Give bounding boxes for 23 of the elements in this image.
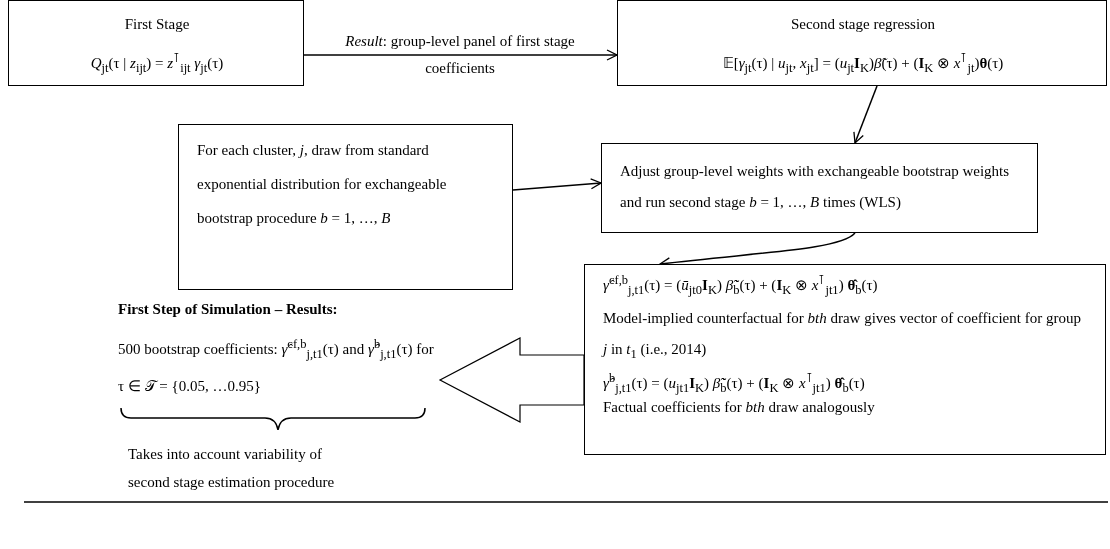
formula: γ̂$^{cf,b}$$_{j,t1}$(τ) = (ū$_{jt0}$I$_{K}$) β̃̃$_{b}$(τ) + (I$_{K}$ ⊗ x$^{⊺}$$_{jt1}$) θ̂$_{b}$(τ) (603, 273, 879, 298)
arrow (303, 49, 618, 61)
stage-title: First Stage (123, 15, 191, 33)
description-text: Model-implied counterfactual for bth draw gives vector of coefficient for group j in t$_{1}$ (i.e., 2014) (603, 309, 1082, 363)
edge-label: Result: group-level panel of first stage coefficients (344, 32, 576, 78)
brace-note: Takes into account variability of second stage estimation procedure (128, 445, 336, 492)
formula: Q$_{jt}$(τ | z$_{ijt}$) = z$^{⊺}$$_{ijt}$ γ$_{jt}$(τ) (89, 51, 225, 76)
step-text: For each cluster, j, draw from standard exponential distribution for exchangeable bootstrap procedure b = 1, …, B (197, 141, 448, 228)
arrow (512, 178, 602, 191)
process-box (601, 143, 1038, 233)
formula: 𝔼[γ$_{jt}$(τ) | u$_{jt}$, x$_{jt}$] = (u$_{jt}$I$_{K}$)β̃(τ) + (I$_{K}$ ⊗ x$^{⊺}$$_{jt}$)θ(τ) (721, 51, 1005, 76)
step-text: Adjust group-level weights with exchangeable bootstrap weights and run second stage b = 1, …, B times (WLS) (620, 162, 1011, 212)
process-box (584, 264, 1106, 455)
block-arrow (438, 337, 585, 423)
result-text: 500 bootstrap coefficients: γ̂$^{cf,b}$$_{j,t1}$(τ) and γ̂$^{b}$$_{j,t1}$(τ) for τ ∈ 𝒯 = {0.05, …0.95} (118, 336, 435, 396)
formula: γ̂$^{b}$$_{j,t1}$(τ) = (u$_{jt1}$I$_{K}$) β̃̃$_{b}$(τ) + (I$_{K}$ ⊗ x$^{⊺}$$_{jt1}$) θ̂$_{b}$(τ) (603, 371, 866, 396)
process-box (178, 124, 513, 290)
stage-title: Second stage regression (789, 15, 937, 33)
process-box (617, 0, 1107, 86)
result-heading: First Step of Simulation – Results: (118, 300, 339, 318)
arrow (853, 85, 878, 144)
process-box (8, 0, 304, 86)
description-text: Factual coefficients for bth draw analogously (603, 398, 876, 416)
